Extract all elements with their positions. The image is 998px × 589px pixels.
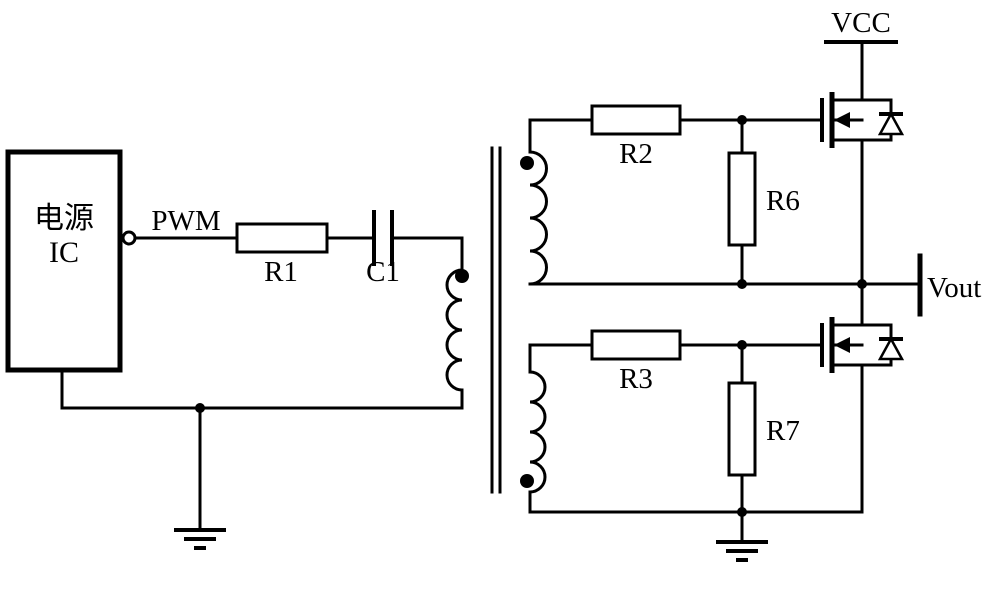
wire-topcoil-to-r2 xyxy=(528,118,594,154)
vcc-label: VCC xyxy=(831,7,891,39)
transformer-primary-winding xyxy=(445,268,464,392)
wire-bottomcoil-to-r3 xyxy=(528,343,594,374)
resistor-r1: R1 xyxy=(235,222,329,288)
resistor-r2-label: R2 xyxy=(619,138,653,170)
ground-symbol-right xyxy=(716,510,768,562)
vout-terminal: Vout xyxy=(917,253,981,317)
transformer-secondary-top-polarity-dot xyxy=(520,156,534,170)
power-ic-box xyxy=(5,149,123,373)
resistor-r6: R6 xyxy=(727,118,800,286)
resistor-r7-body xyxy=(727,381,757,477)
mosfet-bottom-diode-triangle xyxy=(877,336,905,361)
mosfet-top-body-arrow xyxy=(834,112,850,128)
transformer-secondary-bottom-winding xyxy=(528,370,547,494)
wire-bottom-secondary-rail xyxy=(528,363,864,514)
transformer xyxy=(445,146,548,494)
mosfet-bottom-body-arrow xyxy=(834,337,850,353)
resistor-r3-body xyxy=(590,329,682,361)
resistor-r6-label: R6 xyxy=(766,185,800,217)
transformer-primary-polarity-dot xyxy=(455,269,469,283)
power-ic-label-line1: 电源 xyxy=(34,202,94,235)
vcc-terminal: VCC xyxy=(824,7,898,102)
transformer-secondary-top-winding xyxy=(528,150,548,286)
mosfet-top-diode-triangle xyxy=(877,111,905,136)
junction-dot-r6-rail xyxy=(737,279,747,289)
pwm-label: PWM xyxy=(151,205,220,237)
resistor-r1-label: R1 xyxy=(264,256,298,288)
wire-c1-to-primary xyxy=(390,236,464,272)
resistor-r1-body xyxy=(235,222,329,254)
transformer-secondary-bottom-polarity-dot xyxy=(520,474,534,488)
power-ic-label-line2: IC xyxy=(49,236,79,269)
resistor-r6-body xyxy=(727,151,757,247)
vout-label: Vout xyxy=(927,272,981,304)
mosfet-bottom xyxy=(820,282,905,373)
wire-primary-return-rail xyxy=(60,368,464,410)
mosfet-top-body-diode xyxy=(860,98,905,142)
resistor-r2-body xyxy=(590,104,682,136)
pwm-pin xyxy=(121,230,137,246)
mosfet-top xyxy=(820,92,905,286)
mosfet-bottom-body-diode xyxy=(860,323,905,367)
ground-symbol-left xyxy=(174,406,226,550)
resistor-r3-label: R3 xyxy=(619,363,653,395)
power-ic-block: 电源 IC xyxy=(5,149,137,373)
capacitor-c1-label: C1 xyxy=(366,256,400,288)
resistor-r7-label: R7 xyxy=(766,415,800,447)
resistor-r7: R7 xyxy=(727,343,800,514)
resistor-r2: R2 xyxy=(590,104,682,170)
